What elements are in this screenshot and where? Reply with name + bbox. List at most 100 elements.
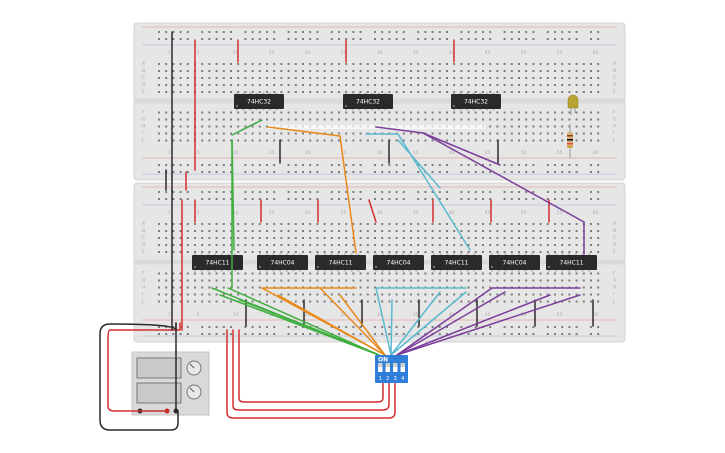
dip-switch-toggle-3[interactable] <box>393 363 398 372</box>
hole <box>568 84 571 86</box>
hole <box>158 38 160 40</box>
hole <box>287 77 290 79</box>
hole <box>251 333 254 335</box>
wire-black-ground[interactable] <box>99 322 179 431</box>
wire-purple[interactable] <box>375 126 585 255</box>
hole <box>258 164 261 166</box>
hole <box>230 132 232 135</box>
hole <box>575 31 578 33</box>
hole <box>330 132 333 135</box>
wire-cyan[interactable] <box>390 291 467 356</box>
wire-purple[interactable] <box>422 132 501 166</box>
hole <box>546 77 549 79</box>
chip-pin <box>588 253 591 255</box>
hole <box>590 279 592 282</box>
wire-cyan[interactable] <box>375 287 392 356</box>
hole <box>590 70 592 72</box>
wire-green[interactable] <box>231 119 263 136</box>
hole <box>302 237 304 239</box>
resistor-icon[interactable] <box>567 124 573 158</box>
hole <box>482 111 484 114</box>
hole <box>453 244 456 246</box>
hole <box>280 132 283 135</box>
chip-bottom-6[interactable]: 74HC04 <box>489 253 540 272</box>
wire-purple[interactable] <box>396 294 551 356</box>
chip-bottom-7[interactable]: 74HC11 <box>546 253 597 272</box>
wire-purple[interactable] <box>396 294 581 356</box>
wire-cyan[interactable] <box>390 291 441 356</box>
hole <box>345 38 348 40</box>
hole <box>568 244 571 246</box>
chip-top-3[interactable]: 74HC32 <box>451 92 501 111</box>
dip-switch-toggle-4[interactable] <box>400 363 406 372</box>
led-icon[interactable] <box>567 94 579 115</box>
hole <box>518 111 520 114</box>
chip-top-1[interactable]: 74HC32 <box>234 92 284 111</box>
wire-cyan[interactable] <box>390 299 393 356</box>
hole <box>395 300 398 303</box>
hole <box>294 164 297 166</box>
hole <box>575 293 578 296</box>
wire-cyan[interactable] <box>397 139 441 189</box>
chip-top-2[interactable]: 74HC32 <box>343 92 393 111</box>
hole <box>330 191 333 193</box>
hole <box>503 326 506 328</box>
hole <box>460 63 463 65</box>
hole <box>201 286 204 289</box>
hole <box>215 125 218 128</box>
wire-red-dip-feed[interactable] <box>238 329 384 403</box>
hole <box>431 91 434 93</box>
hole <box>374 286 376 289</box>
dip-switch-toggle-2[interactable] <box>385 363 391 372</box>
hole <box>258 132 261 135</box>
hole <box>474 279 477 282</box>
hole <box>222 272 225 275</box>
hole <box>597 244 600 246</box>
wire-green[interactable] <box>239 299 380 356</box>
hole <box>165 326 168 328</box>
chip-bottom-4[interactable]: 74HC04 <box>373 253 424 272</box>
wire-cyan[interactable] <box>365 133 471 251</box>
wire-orange[interactable] <box>267 126 357 254</box>
hole <box>431 272 434 275</box>
hole <box>460 237 463 239</box>
wire-red-dip-feed[interactable] <box>226 329 396 419</box>
pin1-marker <box>491 266 493 268</box>
hole <box>590 63 592 65</box>
wire-red-vcc[interactable] <box>368 199 377 223</box>
wire-orange[interactable] <box>339 294 386 356</box>
hole <box>575 326 578 328</box>
wire-green[interactable] <box>227 287 380 356</box>
wire-green[interactable] <box>231 139 235 251</box>
chip-bottom-1[interactable]: 74HC11 <box>192 253 243 272</box>
pin1-marker <box>433 266 435 268</box>
hole <box>460 38 463 40</box>
hole <box>518 164 520 166</box>
hole <box>402 132 405 135</box>
hole <box>215 251 218 253</box>
chip-bottom-5[interactable]: 74HC11 <box>431 253 482 272</box>
hole <box>244 333 247 335</box>
wire-red-power[interactable] <box>107 322 181 412</box>
chip-pin <box>548 253 550 255</box>
wire-purple[interactable] <box>396 291 506 356</box>
wire-orange[interactable] <box>319 287 386 356</box>
pin1-marker <box>453 105 455 107</box>
hole <box>230 84 232 86</box>
wire-purple[interactable] <box>396 287 493 356</box>
dip-switch-toggle-1[interactable] <box>378 363 383 372</box>
chip-bottom-3[interactable]: 74HC11 <box>315 253 366 272</box>
hole <box>568 125 571 128</box>
hole <box>554 125 556 128</box>
chip-bottom-2[interactable]: 74HC04 <box>257 253 308 272</box>
wire-orange[interactable] <box>277 294 386 356</box>
chip-pin <box>491 253 493 255</box>
power-supply-icon[interactable] <box>131 351 210 416</box>
hole <box>431 223 434 225</box>
hole <box>402 223 405 225</box>
wire-red-dip-feed[interactable] <box>232 329 390 411</box>
row-letter: D <box>613 242 617 248</box>
knob-indicator <box>189 363 195 369</box>
